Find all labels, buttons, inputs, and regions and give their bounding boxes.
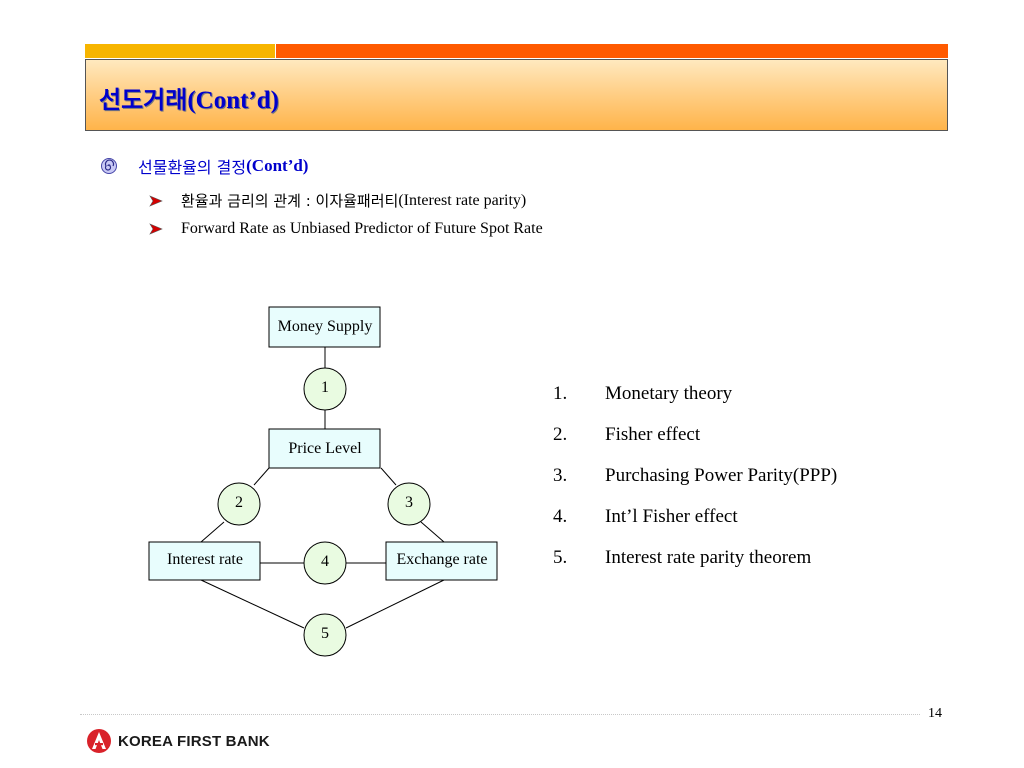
header-accent-bar-yellow (85, 44, 275, 58)
list-item-text: Monetary theory (605, 383, 733, 404)
list-item: 4. Int’l Fisher effect (553, 506, 913, 532)
footer-divider (80, 714, 920, 715)
bullet-level2-korean: 환율과 금리의 관계 : 이자율패러티 (181, 192, 399, 210)
list-item-number: 3. (553, 465, 568, 486)
exchange-rate-label: Exchange rate (396, 551, 488, 568)
exchange-rate-box (385, 541, 498, 581)
bullet-level2-english: Forward Rate as Unbiased Predictor of Fu… (181, 220, 543, 237)
price-level-label: Price Level (288, 440, 362, 457)
diagram-boxes (148, 306, 498, 581)
bank-logo-icon (87, 729, 111, 753)
page-title: 선도거래(Cont’d) (99, 80, 279, 115)
page-title-suffix: (Cont’d) (187, 87, 279, 114)
diagram-circles (217, 367, 431, 657)
list-item-text: Fisher effect (605, 424, 701, 445)
header-accent-bar-orange (276, 44, 948, 58)
spiral-bullet-icon (101, 158, 117, 174)
bullet-level1: 선물환율의 결정(Cont’d) (100, 154, 308, 178)
page-title-korean: 선도거래 (99, 86, 188, 114)
circle-3 (387, 482, 431, 526)
circle-1 (303, 367, 347, 411)
circle-5-label: 5 (321, 625, 329, 642)
bullet-level2-item: Forward Rate as Unbiased Predictor of Fu… (149, 220, 543, 238)
circle-3-label: 3 (405, 494, 413, 511)
bank-logo: KOREA FIRST BANK (86, 728, 270, 754)
circle-2-label: 2 (235, 494, 243, 511)
list-item: 5. Interest rate parity theorem (553, 547, 913, 573)
money-supply-label: Money Supply (277, 318, 373, 335)
page-number: 14 (928, 706, 942, 721)
list-item-number: 1. (553, 383, 568, 404)
list-item: 2. Fisher effect (553, 424, 913, 450)
list-item: 3. Purchasing Power Parity(PPP) (553, 465, 913, 491)
circle-5 (303, 613, 347, 657)
diagram-connectors (200, 347, 445, 629)
bullet-level2-item: 환율과 금리의 관계 : 이자율패러티(Interest rate parity… (149, 190, 526, 211)
list-item-text: Interest rate parity theorem (605, 547, 812, 568)
bullet-level2-english: (Interest rate parity) (398, 191, 527, 209)
money-supply-box (268, 306, 381, 348)
list-item-text: Int’l Fisher effect (605, 506, 738, 527)
circle-1-label: 1 (321, 379, 329, 396)
bullet-level1-korean: 선물환율의 결정 (138, 158, 247, 177)
bank-logo-text: KOREA FIRST BANK (118, 732, 270, 750)
list-item-text: Purchasing Power Parity(PPP) (605, 465, 838, 486)
circle-2 (217, 482, 261, 526)
interest-rate-label: Interest rate (167, 551, 243, 568)
list-item-number: 4. (553, 506, 568, 527)
list-item-number: 5. (553, 547, 568, 568)
title-banner: 선도거래(Cont’d) (85, 59, 948, 131)
bullet-level1-suffix: (Cont’d) (246, 156, 309, 175)
list-item: 1. Monetary theory (553, 383, 913, 409)
circle-4 (303, 541, 347, 585)
arrow-bullet-icon (149, 223, 163, 235)
circle-4-label: 4 (321, 553, 329, 570)
interest-rate-box (148, 541, 261, 581)
arrow-bullet-icon (149, 194, 163, 207)
list-item-number: 2. (553, 424, 568, 445)
price-level-box (268, 428, 381, 469)
